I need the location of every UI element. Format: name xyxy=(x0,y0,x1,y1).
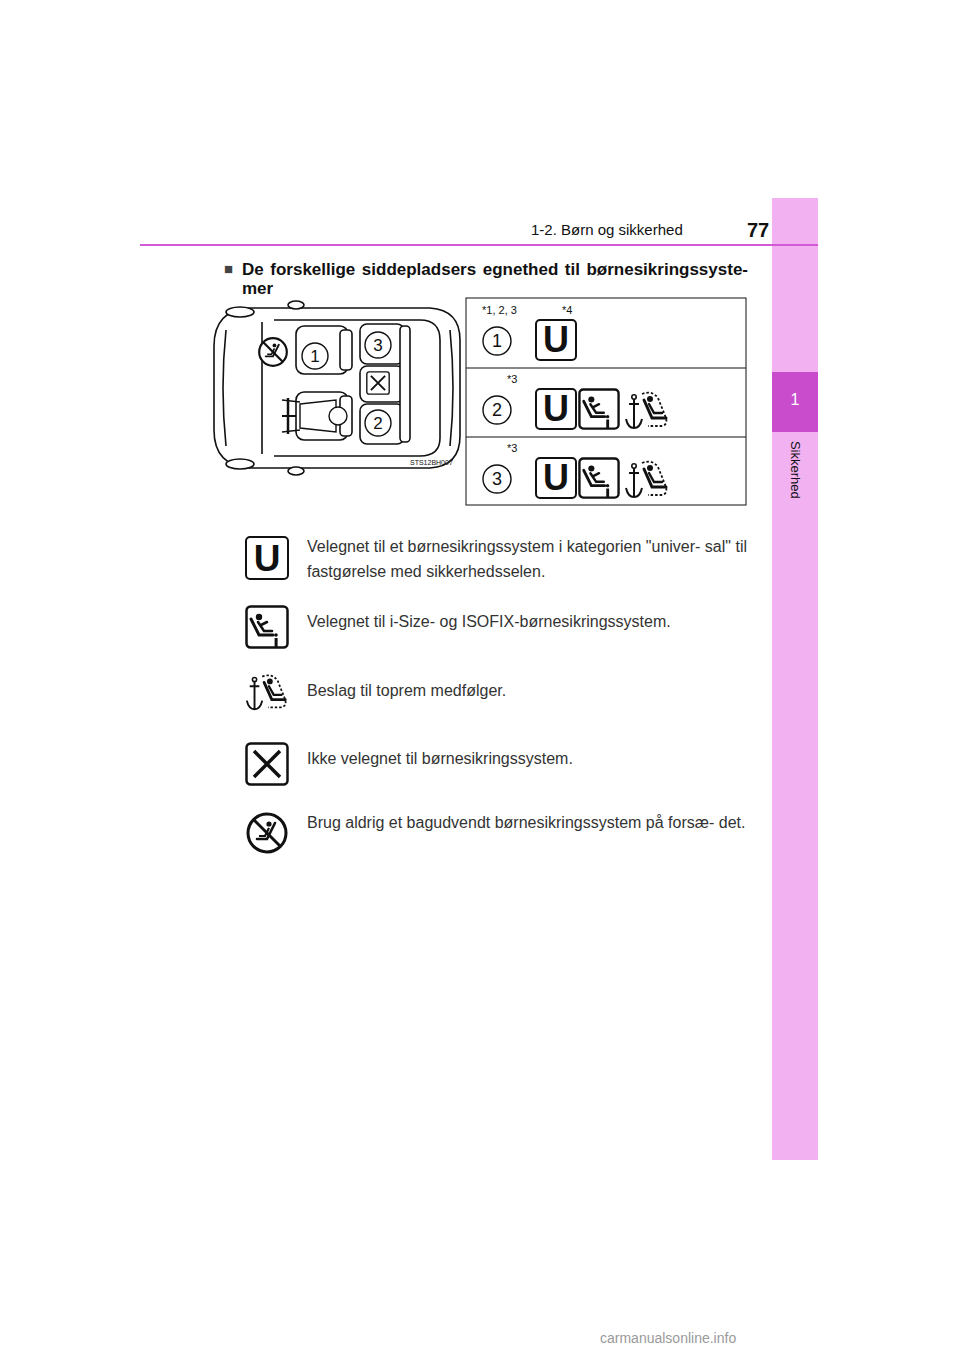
universal-icon: U xyxy=(535,457,577,499)
universal-icon: U xyxy=(245,536,289,580)
legend-text: Brug aldrig et bagudvendt børnesikringss… xyxy=(307,810,747,835)
legend-text: Velegnet til i-Size- og ISOFIX-børnesikr… xyxy=(307,609,747,634)
seat-number: 2 xyxy=(365,414,391,434)
seat-number: 3 xyxy=(365,336,391,356)
seat-number: 3 xyxy=(483,469,511,491)
heading-bullet: ■ xyxy=(224,260,233,278)
seat-number: 1 xyxy=(483,331,511,353)
footnote-ref: *1, 2, 3 xyxy=(482,304,517,317)
figure-code: STS12BH007 xyxy=(410,459,453,467)
chapter-tab-title: Sikkerhed xyxy=(787,441,803,499)
footnote-ref: *3 xyxy=(507,373,517,386)
section-heading: De forskellige siddepladsers egnethed ti… xyxy=(242,260,748,298)
chapter-tab-number: 1 xyxy=(772,390,818,409)
universal-icon: U xyxy=(535,388,577,430)
page-number: 77 xyxy=(747,218,769,242)
watermark: carmanualsonline.info xyxy=(600,1330,736,1347)
legend-text: Beslag til toprem medfølger. xyxy=(307,678,747,703)
seat-number: 2 xyxy=(483,400,511,422)
universal-icon: U xyxy=(535,319,577,361)
running-header: 1-2. Børn og sikkerhed xyxy=(531,221,683,239)
footnote-ref: *3 xyxy=(507,442,517,455)
legend-text: Velegnet til et børnesikringssystem i ka… xyxy=(307,534,747,584)
seat-number: 1 xyxy=(302,347,328,367)
legend-text: Ikke velegnet til børnesikringssystem. xyxy=(307,746,747,771)
footnote-ref: *4 xyxy=(562,304,572,317)
